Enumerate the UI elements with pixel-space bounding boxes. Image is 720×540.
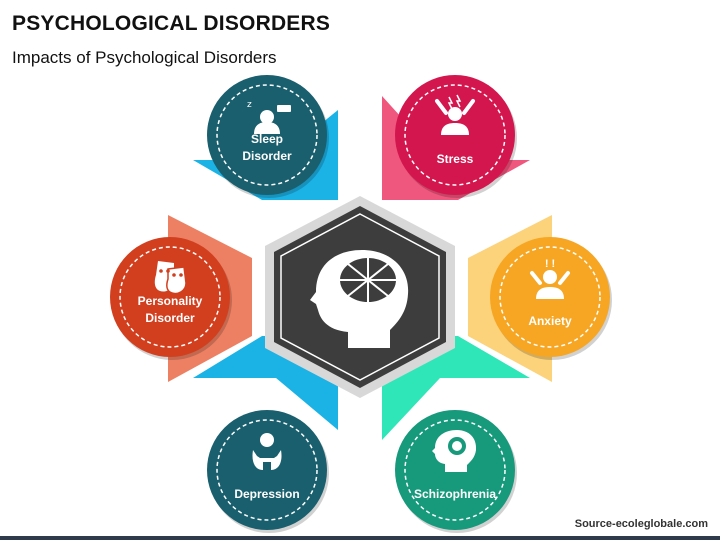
node-label: Sleep (251, 132, 283, 146)
page-title: PSYCHOLOGICAL DISORDERS (12, 12, 331, 35)
svg-text:! !: ! ! (545, 258, 555, 270)
node-label: Stress (437, 152, 474, 166)
node-label: Depression (234, 487, 299, 501)
node-circle (207, 75, 327, 195)
head-brain-icon (310, 250, 409, 348)
svg-text:z: z (247, 100, 252, 110)
stress-icon (435, 94, 475, 135)
depression-icon (252, 433, 282, 470)
theater-masks-icon (154, 261, 187, 295)
node-label: Schizophrenia (414, 487, 496, 501)
node-schizophrenia: Schizophrenia (395, 410, 517, 533)
bottom-bar (0, 536, 720, 540)
node-label: Disorder (242, 149, 292, 163)
node-label: Anxiety (528, 314, 572, 328)
schizophrenia-icon (432, 430, 477, 472)
page-subtitle: Impacts of Psychological Disorders (12, 48, 277, 67)
node-label: Disorder (145, 311, 195, 325)
source-credit: Source-ecoleglobale.com (574, 518, 708, 530)
node-depression: Depression (207, 410, 329, 533)
node-circle (110, 237, 230, 357)
node-label: Personality (138, 294, 203, 308)
center-hexagon (265, 196, 455, 398)
node-anxiety: ! ! Anxiety (490, 237, 612, 360)
anxiety-icon: ! ! (530, 258, 570, 299)
node-circle (207, 410, 327, 530)
sleep-disorder-icon: z (247, 100, 291, 134)
node-stress: Stress (395, 75, 517, 198)
